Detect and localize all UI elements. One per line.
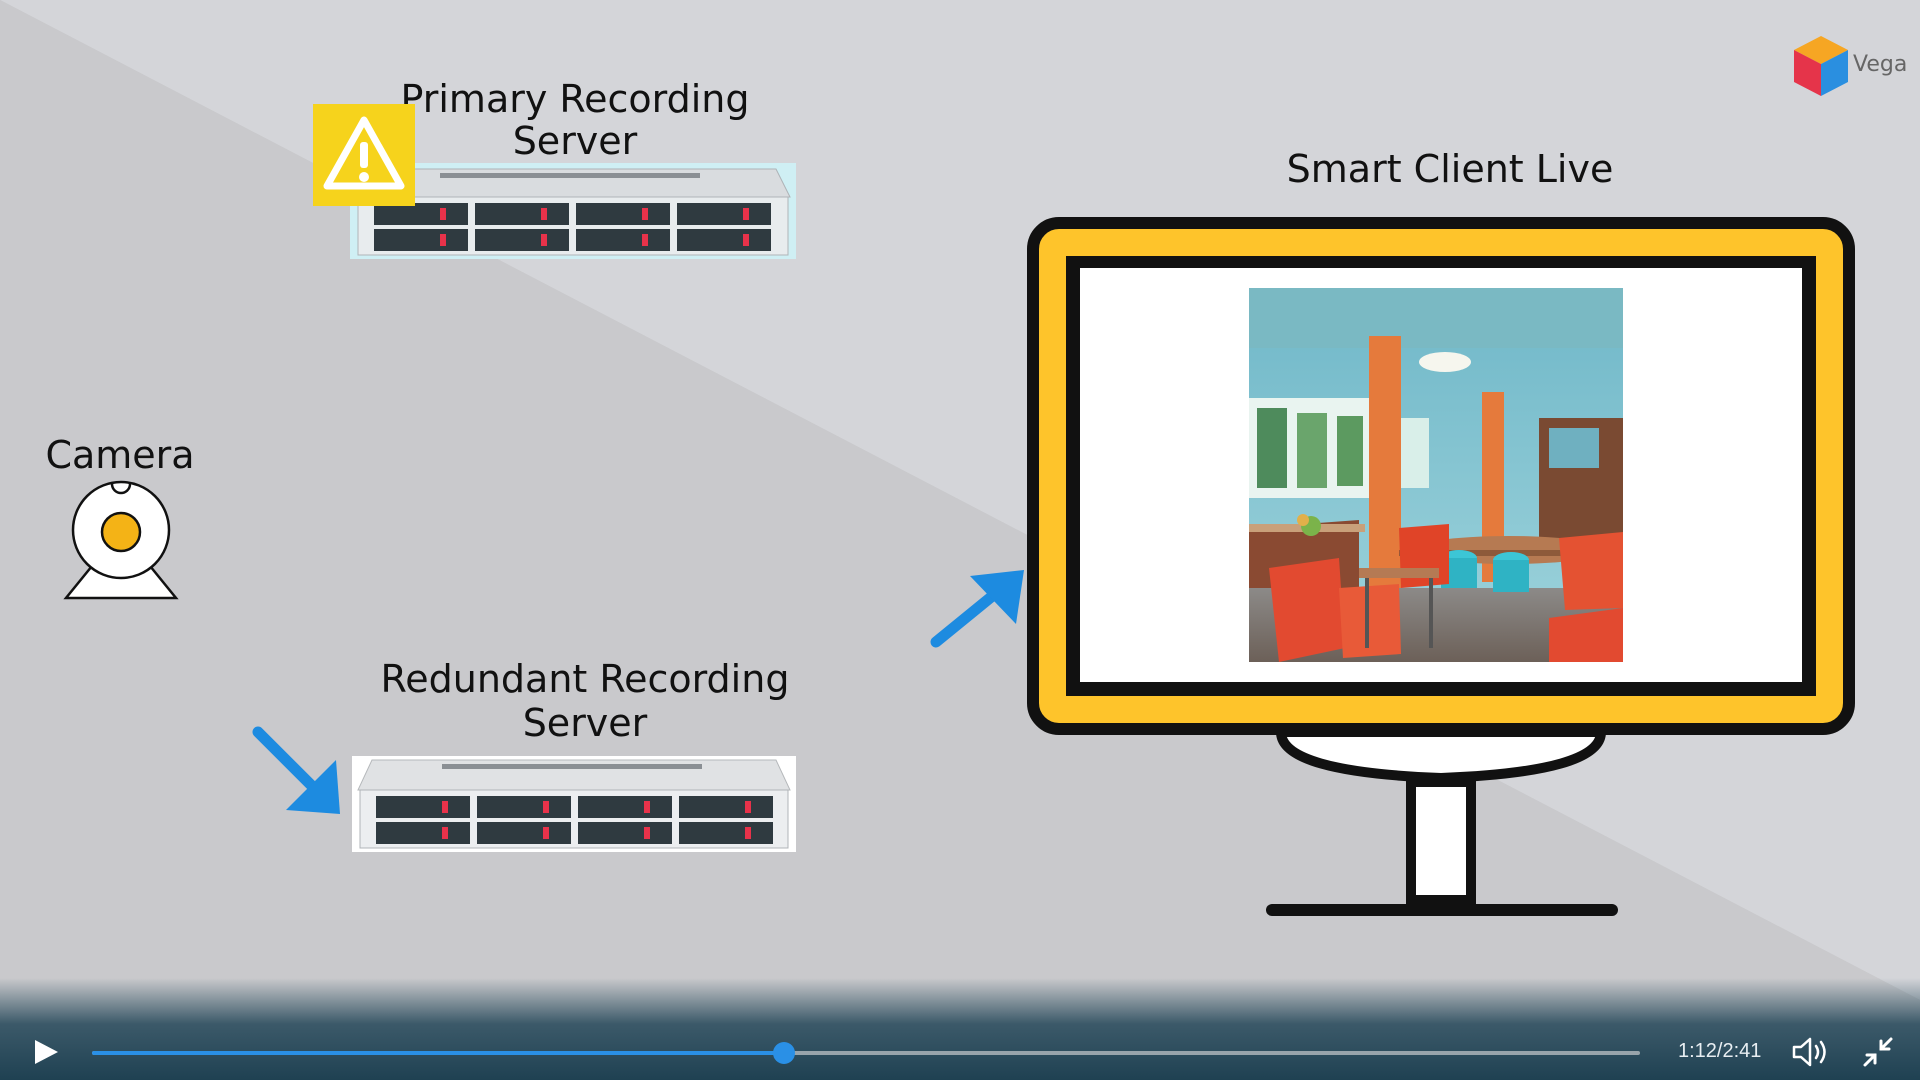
arrow-icon (930, 570, 1024, 648)
camera-icon (63, 480, 179, 600)
progress-bar[interactable] (90, 1040, 1642, 1066)
redundant-server-label-line1: Redundant Recording (380, 657, 790, 701)
primary-server-icon (350, 163, 796, 259)
redundant-server-label-line2: Server (522, 701, 648, 745)
live-camera-feed-image (1249, 288, 1623, 662)
vega-logo-text: Vega (1853, 52, 1908, 77)
vega-logo-icon (1794, 36, 1848, 96)
volume-icon[interactable] (1792, 1036, 1832, 1068)
smart-client-label: Smart Client Live (1286, 147, 1614, 191)
primary-server-label-line1: Primary Recording (400, 77, 750, 121)
video-controls-bar (0, 978, 1920, 1080)
warning-icon (313, 104, 415, 206)
exit-fullscreen-icon[interactable] (1862, 1036, 1894, 1068)
redundant-server-icon (352, 756, 796, 852)
time-display: 1:12/2:41 (1678, 1040, 1762, 1062)
progress-scrubber-handle[interactable] (773, 1042, 795, 1064)
arrow-icon (252, 726, 340, 814)
primary-server-label-line2: Server (512, 119, 638, 163)
camera-label: Camera (45, 433, 195, 477)
progress-fill (92, 1051, 784, 1055)
play-icon[interactable] (32, 1038, 60, 1066)
